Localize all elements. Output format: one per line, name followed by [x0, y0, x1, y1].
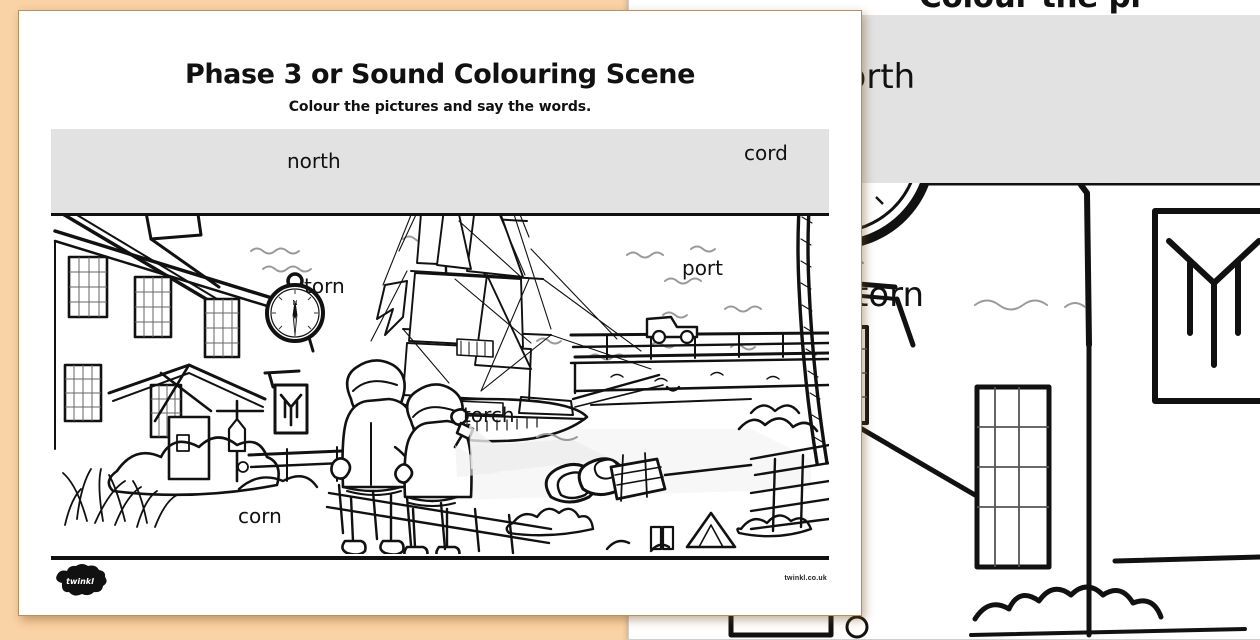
footer-rule: [51, 556, 829, 560]
twinkl-logo-text: twinkl: [66, 577, 94, 586]
shore-bushes: [505, 507, 813, 553]
page-subtitle: Colour the pictures and say the words.: [288, 99, 592, 115]
label-torch: torch: [463, 403, 515, 427]
twinkl-site-text: twinkl.co.uk: [784, 575, 827, 582]
child-younger: [394, 383, 475, 554]
corn-plants: [62, 468, 178, 528]
label-cord: cord: [744, 141, 788, 165]
boats-and-wall: [544, 404, 829, 551]
harbour-quay: [569, 315, 829, 406]
label-port: port: [682, 256, 723, 280]
page-title: Phase 3 or Sound Colouring Scene: [184, 59, 696, 90]
label-torn: torn: [304, 274, 345, 298]
horizon-line: [51, 213, 829, 216]
colouring-scene[interactable]: N: [51, 129, 829, 554]
scene-illustration: N: [51, 132, 829, 554]
compass-icon: N: [265, 272, 325, 343]
front-worksheet-page[interactable]: Phase 3 or Sound Colouring Scene Colour …: [18, 10, 862, 616]
label-corn: corn: [238, 504, 282, 528]
back-label-torn: torn: [855, 275, 925, 315]
back-page-subtitle: Colour the pi: [919, 0, 1260, 15]
twinkl-logo[interactable]: twinkl: [52, 564, 108, 597]
label-north: north: [287, 149, 341, 173]
sea-waves: [250, 235, 762, 361]
sky-band: [51, 129, 829, 214]
